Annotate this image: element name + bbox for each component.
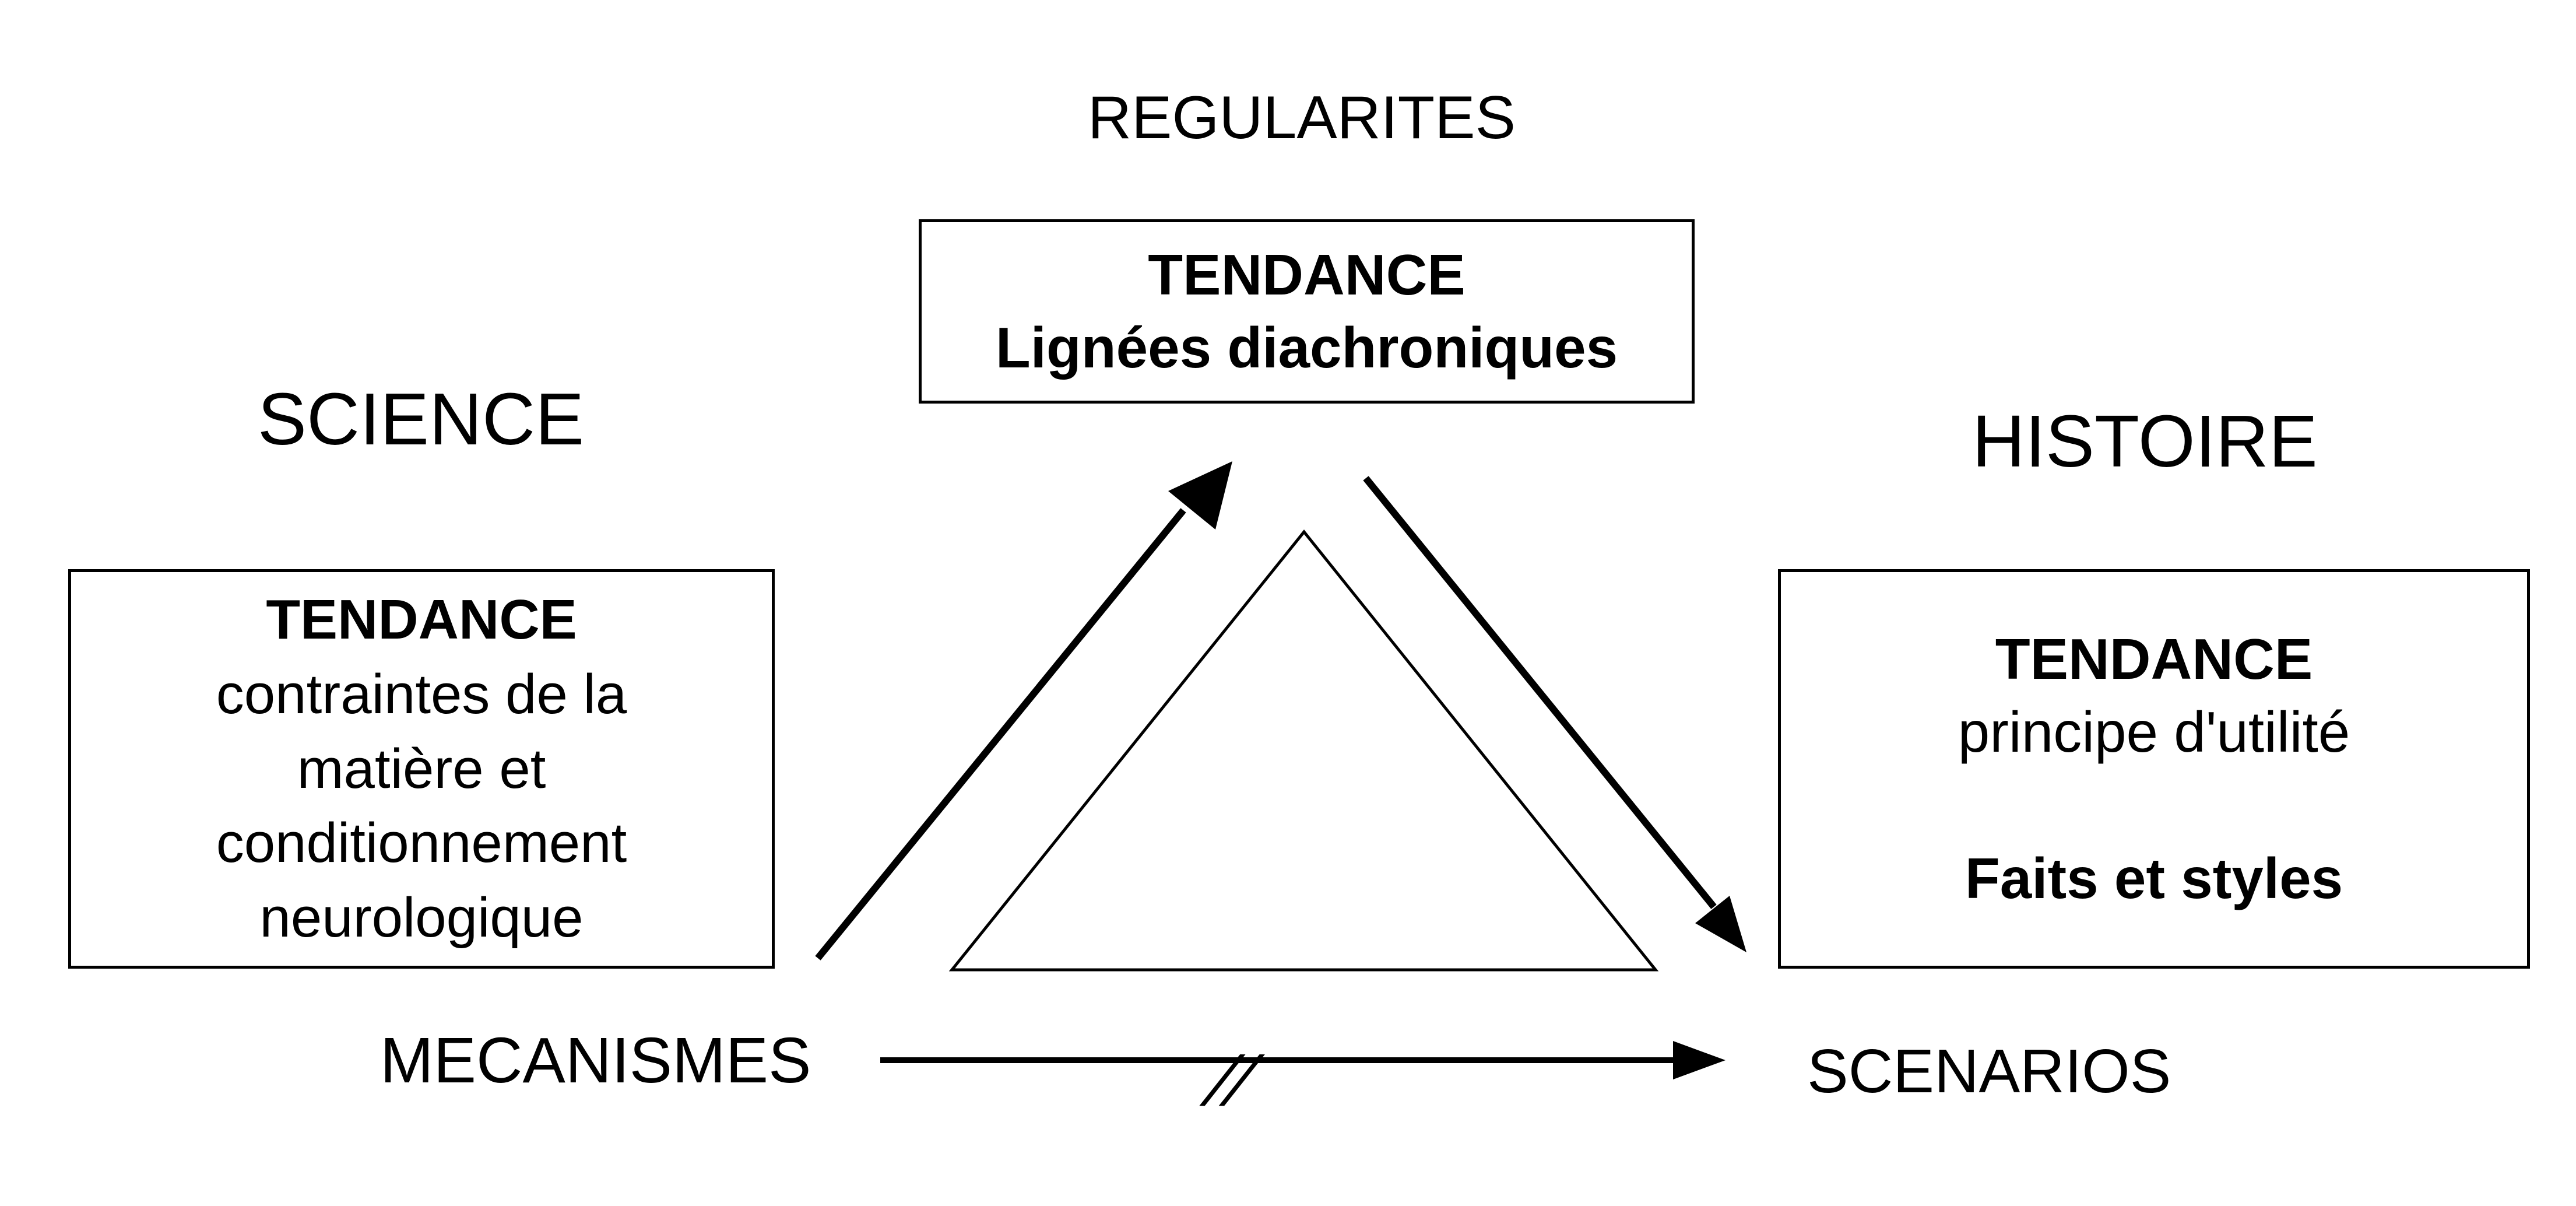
box-histoire-spacer [2146,769,2162,842]
box-science-line-2: matière et [297,737,546,800]
arrow-mecanismes-to-regularites [815,461,1232,960]
box-regularites-subtitle: Lignées diachroniques [995,315,1618,380]
label-histoire: HISTOIRE [1972,400,2318,482]
box-science-line-3: conditionnement [216,812,627,875]
box-science-line-4: neurologique [259,886,584,949]
box-histoire-title: TENDANCE [1995,626,2313,691]
box-science: TENDANCE contraintes de la matière et co… [68,569,775,969]
box-histoire-line: principe d'utilité [1958,700,2350,765]
label-science: SCIENCE [258,378,585,460]
label-scenarios: SCENARIOS [1807,1037,2171,1106]
box-regularites: TENDANCE Lignées diachroniques [919,219,1695,404]
arrow-mecanismes-to-scenarios [880,1041,1725,1079]
box-regularites-title: TENDANCE [1148,242,1466,307]
box-histoire-footer: Faits et styles [1964,846,2343,910]
label-mecanismes: MECANISMES [380,1025,811,1096]
central-triangle [948,530,1659,972]
box-histoire: TENDANCE principe d'utilité Faits et sty… [1778,569,2530,969]
arrow-regularites-to-scenarios [1363,476,1746,952]
box-science-line-1: contraintes de la [216,662,627,725]
box-science-title: TENDANCE [266,588,577,651]
label-regularites: REGULARITES [1088,84,1516,152]
